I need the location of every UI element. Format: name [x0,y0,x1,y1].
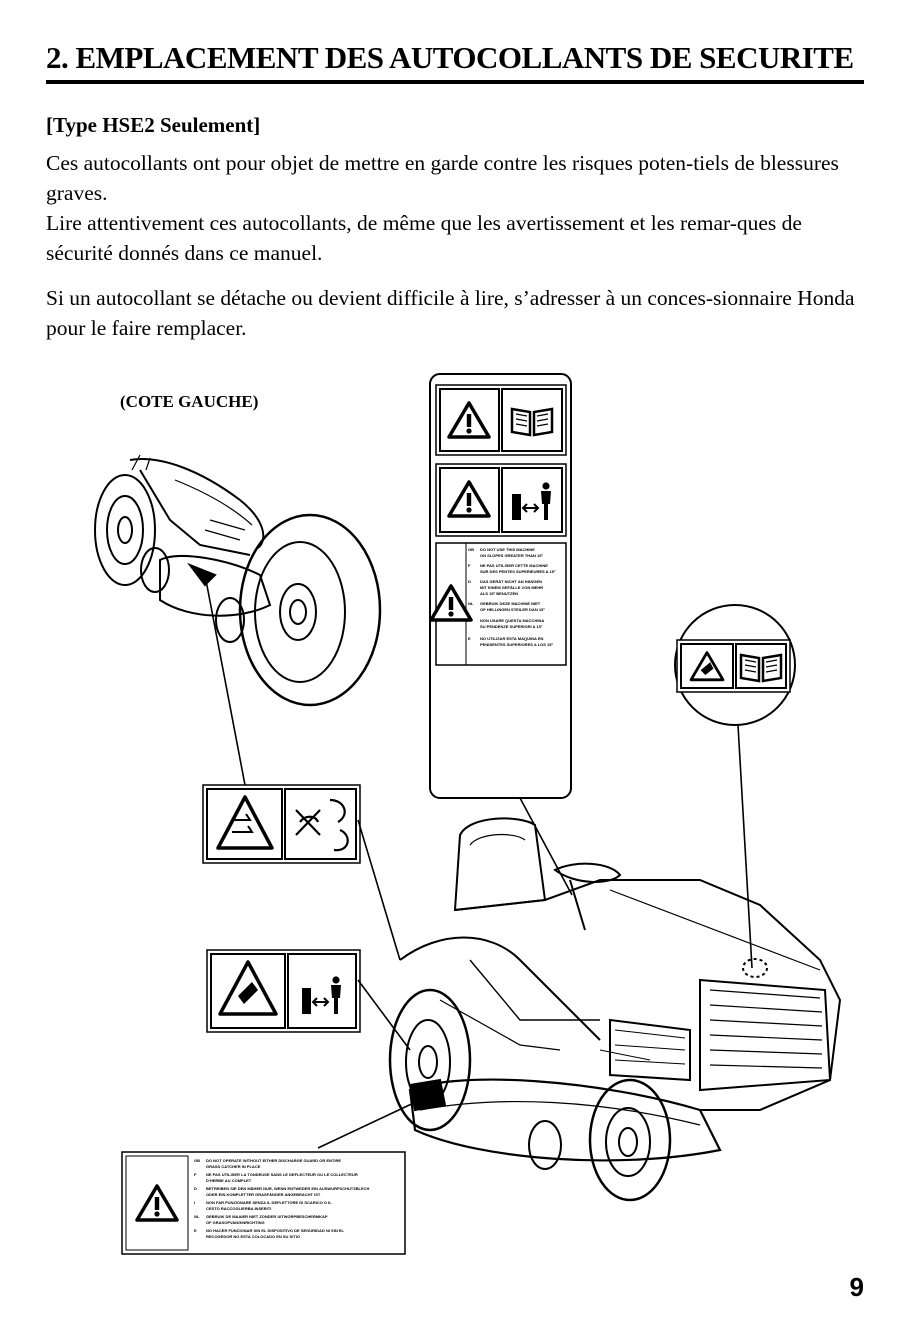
lang-code-gb: GB [468,547,474,552]
discharge-text-2: GRASS CATCHER IN PLACE [206,1164,261,1169]
bottom-lang-code-e: E [194,1228,197,1233]
bottom-lang-code-gb: GB [194,1158,200,1163]
page-number: 9 [849,1272,864,1302]
bottom-lang-code-i: I [194,1200,195,1205]
leader-line-left-1 [204,574,246,786]
lang-code-i: I [468,618,469,623]
discharge-text-1: DO NOT OPERATE WITHOUT EITHER DISCHARGE … [206,1158,341,1163]
lang-code-f: F [468,563,471,568]
lang-code-nl: NL [468,601,474,606]
discharge-text-4: D'HERBE AU COMPLET [206,1178,252,1183]
lang-code-e: E [468,636,471,641]
leader-line-circle [737,724,753,969]
discharge-text-12: RECOGEDOR NO ESTA COLOCADO EN SU SITIO [206,1234,300,1239]
paragraph-3: Si un autocollant se détache ou devient … [46,286,855,340]
discharge-text-8: CESTO RACCOGLIERBA INSERITI [206,1206,271,1211]
decal-thrown-object-distance [206,949,361,1033]
leader-line-left-2 [357,819,401,961]
tractor-front-illustration [388,817,842,1202]
discharge-text-11: NO HACER FUNCIONAR SIN EL DISPOSITIVO DE… [206,1228,344,1233]
decal-blade-hazard [202,784,361,864]
bottom-lang-code-d: D [194,1186,197,1191]
decal-warning-distance-top [435,463,567,537]
discharge-text-10: OF GRASOPVANGINRICHTING [206,1220,265,1225]
slope-text-f-1: NE PAS UTILISER CETTE MACHINE [480,563,548,568]
decal-warning-manual-top [435,384,567,456]
slope-text-i-1: NON USARE QUESTA MACCHINA [480,618,544,623]
slope-text-f-2: SUR DES PENTES SUPERIEURES A 15° [480,569,556,574]
tractor-left-side-illustration [94,454,382,707]
right-decal-callout-panel: GB DO NOT USE THIS MACHINE ON SLOPES GRE… [429,373,572,799]
slope-text-nl-1: GEBRUIK DEZE MACHINE NIET [480,601,541,606]
leader-line-right-panel [519,797,573,896]
slope-text-e-2: PENDIENTES SUPERIORES A LOS 15° [480,642,553,647]
leader-line-left-3 [357,979,411,1051]
decal-discharge-guard-warning: GB DO NOT OPERATE WITHOUT EITHER DISCHAR… [121,1151,406,1255]
discharge-text-7: NON FAR FUNZIONARE SENZA IL DEFLETTORE D… [206,1200,332,1205]
slope-text-d-1: DAS GERÄT NICHT AN HÄNGEN [480,579,542,584]
lang-code-d: D [468,579,471,584]
slope-text-d-2: MIT EINEM GEFÄLLE VON MEHR [480,585,543,590]
discharge-text-9: GEBRUIK DE MAAIER NIET ZONDER UITWORPBES… [206,1214,328,1219]
paragraph-1: Ces autocollants ont pour objet de mettr… [46,151,839,205]
bottom-lang-code-nl: NL [194,1214,200,1219]
slope-text-d-3: ALS 15° BENUTZEN [480,591,518,596]
slope-text-nl-2: OP HELLINGEN STEILER DAN 15° [480,607,545,612]
paragraph-2: Lire attentivement ces autocollants, de … [46,211,802,265]
discharge-text-6: ODER EIN KOMPLETTER GRASFÄNGER ANGEBRACH… [206,1192,321,1197]
section-subtitle: [Type HSE2 Seulement] [46,113,261,137]
discharge-text-3: NE PAS UTILISER LA TONDEUSE SANS LE DEFL… [206,1172,358,1177]
discharge-text-5: BETREIBEN SIE DEN MÄHER NUR, WENN ENTWED… [206,1186,370,1191]
bottom-lang-code-f: F [194,1172,197,1177]
left-side-label: (COTE GAUCHE) [120,392,259,411]
leader-line-bottom [317,1099,421,1149]
decal-slope-warning: GB DO NOT USE THIS MACHINE ON SLOPES GRE… [429,542,567,666]
slope-text-e-1: NO UTILIZAR ESTA MAQUINA EN [480,636,544,641]
slope-text-gb-1: DO NOT USE THIS MACHINE [480,547,535,552]
page-title: 2. EMPLACEMENT DES AUTOCOLLANTS DE SECUR… [46,40,854,75]
circle-decal-callout [674,604,796,726]
slope-text-i-2: SU PENDENZE SUPERIORI A 15° [480,624,543,629]
title-underline [46,80,864,84]
slope-text-gb-2: ON SLOPES GREATER THAN 15° [480,553,543,558]
